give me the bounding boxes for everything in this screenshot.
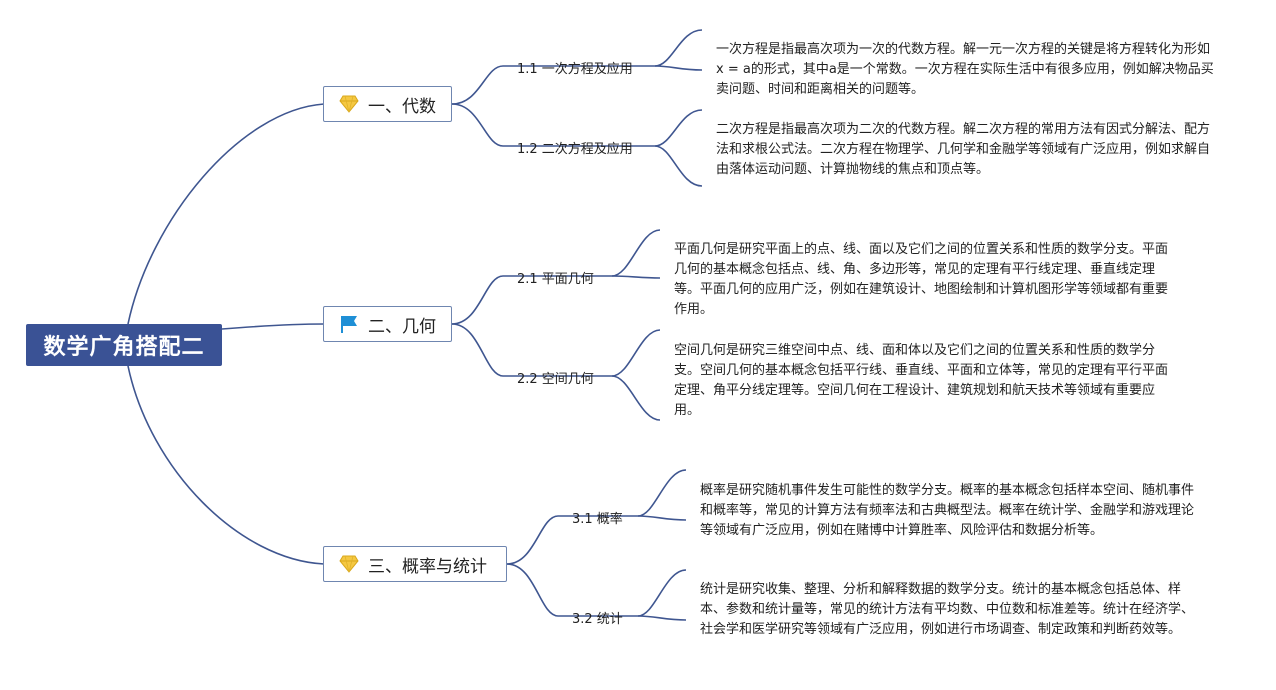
connector-sub-3-1-desc <box>637 469 687 517</box>
desc-2-1: 平面几何是研究平面上的点、线、面以及它们之间的位置关系和性质的数学分支。平面几何… <box>674 242 1169 317</box>
connector-sub-1-1-desc <box>654 29 703 67</box>
desc-1-2: 二次方程是指最高次项为二次的代数方程。解二次方程的常用方法有因式分解法、配方法和… <box>716 122 1211 177</box>
branch-label: 二、几何 <box>368 316 436 337</box>
desc-2-2: 空间几何是研究三维空间中点、线、面和体以及它们之间的位置关系和性质的数学分支。空… <box>674 343 1169 418</box>
connector-sub-2-1-desc <box>611 229 661 277</box>
connector-sub-2-2-desc-lower <box>611 375 661 421</box>
connector-root-branch-2 <box>221 323 325 330</box>
branch-label: 三、概率与统计 <box>368 556 487 577</box>
sub-node-1-1[interactable]: 1.1 一次方程及应用 <box>517 62 633 77</box>
branch-probability-statistics[interactable]: 三、概率与统计 <box>323 546 507 582</box>
connector-sub-2-1-desc-lower <box>611 275 661 279</box>
root-node[interactable]: 数学广角搭配二 <box>26 324 222 366</box>
connector-branch-1-sub-2 <box>451 103 504 147</box>
desc-3-2: 统计是研究收集、整理、分析和解释数据的数学分支。统计的基本概念包括总体、样本、参… <box>700 582 1195 637</box>
connector-branch-2-sub-1 <box>451 275 504 325</box>
desc-1-1: 一次方程是指最高次项为一次的代数方程。解一元一次方程的关键是将方程转化为形如x … <box>716 42 1214 97</box>
connector-branch-2-sub-2 <box>451 323 504 377</box>
flag-icon <box>338 313 360 335</box>
connector-sub-1-1-desc-lower <box>654 65 703 71</box>
connector-root-branch-3 <box>127 365 325 565</box>
diamond-icon <box>338 553 360 575</box>
connector-sub-2-2-desc <box>611 329 661 377</box>
diamond-icon <box>338 93 360 115</box>
sub-node-2-1[interactable]: 2.1 平面几何 <box>517 272 594 287</box>
connector-root-branch-1 <box>127 103 325 325</box>
sub-node-3-1[interactable]: 3.1 概率 <box>572 512 623 527</box>
connector-branch-3-sub-2 <box>506 563 559 617</box>
sub-node-3-2[interactable]: 3.2 统计 <box>572 612 623 627</box>
connector-sub-1-2-desc-lower <box>654 145 703 187</box>
branch-label: 一、代数 <box>368 96 436 117</box>
connector-branch-1-sub-1 <box>451 65 504 105</box>
desc-3-1: 概率是研究随机事件发生可能性的数学分支。概率的基本概念包括样本空间、随机事件和概… <box>700 483 1195 538</box>
branch-algebra[interactable]: 一、代数 <box>323 86 452 122</box>
connector-branch-3-sub-1 <box>506 515 559 565</box>
connector-sub-3-1-desc-lower <box>637 515 687 521</box>
branch-geometry[interactable]: 二、几何 <box>323 306 452 342</box>
sub-node-2-2[interactable]: 2.2 空间几何 <box>517 372 594 387</box>
connector-sub-3-2-desc <box>637 569 687 617</box>
connector-sub-1-2-desc <box>654 109 703 147</box>
sub-node-1-2[interactable]: 1.2 二次方程及应用 <box>517 142 633 157</box>
connector-sub-3-2-desc-lower <box>637 615 687 621</box>
